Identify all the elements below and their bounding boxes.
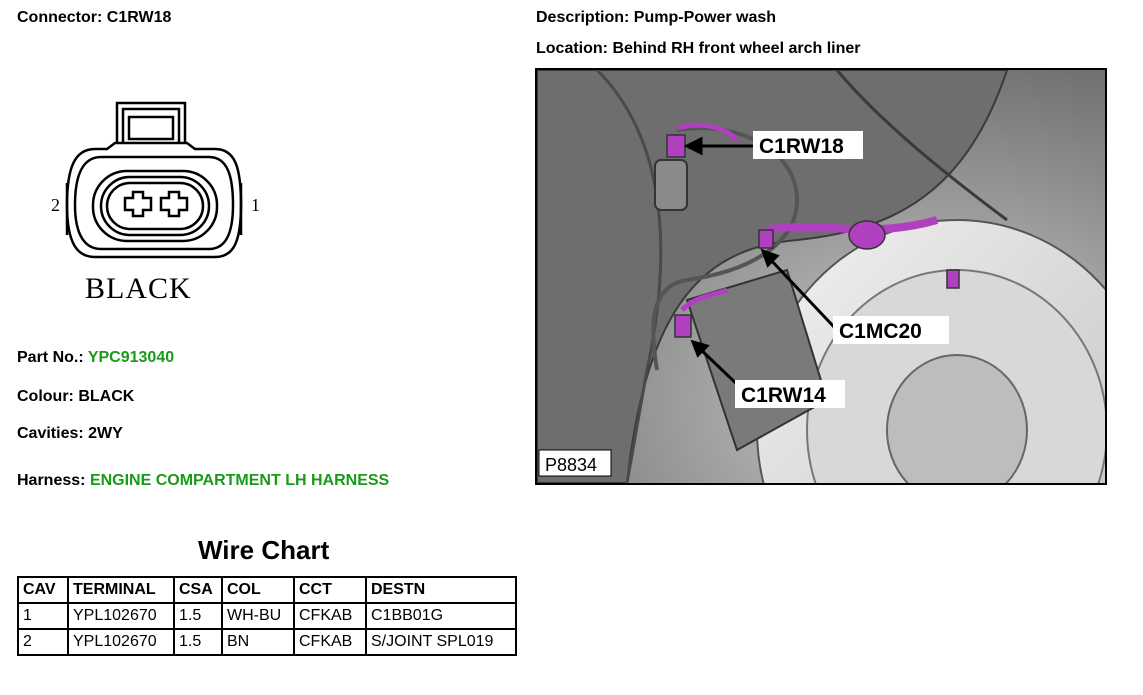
table-row: 1 YPL102670 1.5 WH-BU CFKAB C1BB01G [17, 602, 517, 630]
connector-face-diagram: 2 1 BLACK [51, 101, 260, 305]
header-destn: DESTN [365, 576, 517, 604]
cell-destn: S/JOINT SPL019 [365, 628, 517, 656]
cell-col: BN [221, 628, 295, 656]
wire-chart-header-row: CAV TERMINAL CSA COL CCT DESTN [17, 576, 517, 604]
figure-id: P8834 [545, 455, 597, 475]
callout-c1rw14: C1RW14 [741, 384, 826, 407]
colour-value: BLACK [78, 388, 135, 405]
cell-destn: C1BB01G [365, 602, 517, 630]
colour-label: Colour: [17, 388, 74, 405]
cavities-value: 2WY [88, 425, 123, 442]
description-line: Description: Pump-Power wash [536, 9, 776, 27]
cavities-line: Cavities: 2WY [17, 425, 123, 443]
cell-cav: 1 [17, 602, 69, 630]
cell-terminal: YPL102670 [67, 602, 175, 630]
location-line: Location: Behind RH front wheel arch lin… [536, 40, 860, 58]
location-value: Behind RH front wheel arch liner [612, 40, 861, 57]
callout-c1rw18: C1RW18 [759, 135, 844, 158]
part-number-line: Part No.: YPC913040 [17, 349, 174, 367]
location-label: Location: [536, 40, 608, 57]
connector-colour-caption: BLACK [85, 272, 192, 305]
header-cct: CCT [293, 576, 367, 604]
connector-id: C1RW18 [106, 9, 172, 26]
header-terminal: TERMINAL [67, 576, 175, 604]
part-number-value[interactable]: YPC913040 [87, 349, 175, 366]
connector-label: Connector: [17, 9, 103, 26]
cell-cct: CFKAB [293, 628, 367, 656]
pin-label-2: 2 [51, 195, 60, 215]
cell-csa: 1.5 [173, 628, 223, 656]
header-csa: CSA [173, 576, 223, 604]
header-cav: CAV [17, 576, 69, 604]
callout-c1mc20: C1MC20 [839, 320, 922, 343]
table-row: 2 YPL102670 1.5 BN CFKAB S/JOINT SPL019 [17, 628, 517, 656]
cell-cav: 2 [17, 628, 69, 656]
cavities-label: Cavities: [17, 425, 84, 442]
harness-line: Harness: ENGINE COMPARTMENT LH HARNESS [17, 472, 389, 490]
location-drawing: C1RW18 C1MC20 C1RW14 P8834 [537, 70, 1105, 483]
cell-csa: 1.5 [173, 602, 223, 630]
harness-value[interactable]: ENGINE COMPARTMENT LH HARNESS [89, 472, 390, 489]
location-illustration: C1RW18 C1MC20 C1RW14 P8834 [535, 68, 1107, 485]
pin-label-1: 1 [251, 195, 260, 215]
colour-line: Colour: BLACK [17, 388, 134, 406]
harness-label: Harness: [17, 472, 86, 489]
cell-col: WH-BU [221, 602, 295, 630]
header-col: COL [221, 576, 295, 604]
description-value: Pump-Power wash [633, 9, 777, 26]
wire-chart-title: Wire Chart [198, 535, 330, 565]
cell-terminal: YPL102670 [67, 628, 175, 656]
connector-heading: Connector: C1RW18 [17, 9, 171, 27]
cell-cct: CFKAB [293, 602, 367, 630]
description-label: Description: [536, 9, 630, 26]
part-number-label: Part No.: [17, 349, 84, 366]
wire-chart-table: CAV TERMINAL CSA COL CCT DESTN 1 YPL1026… [17, 576, 517, 656]
